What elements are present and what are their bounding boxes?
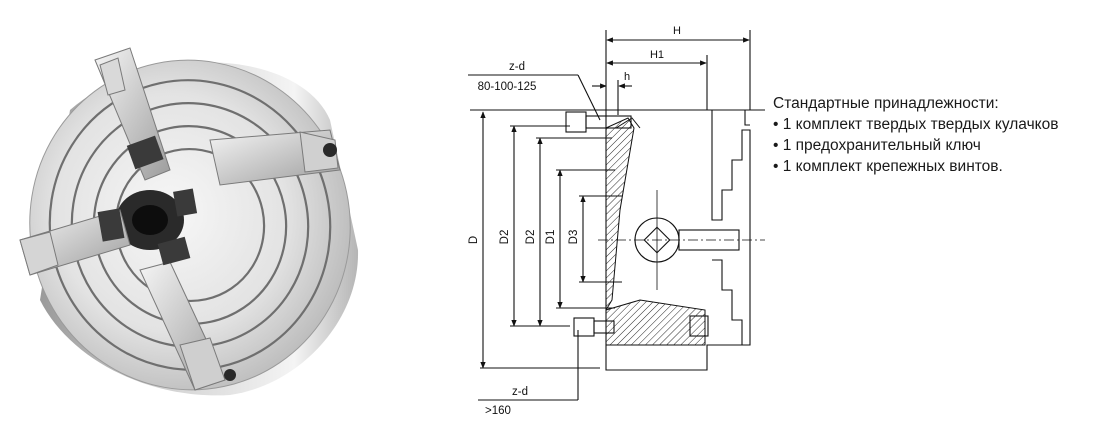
callout-top-line2: 80-100-125: [478, 81, 537, 93]
callout-top-line1: z-d: [509, 61, 525, 73]
four-jaw-chuck-image: [19, 47, 359, 396]
accessory-item: 1 предохранительный ключ: [773, 135, 1102, 156]
dim-D: D: [468, 236, 480, 244]
dim-h: h: [624, 71, 630, 83]
standard-accessories: Стандартные принадлежности: 1 комплект т…: [773, 93, 1102, 177]
dim-D3: D3: [568, 230, 580, 245]
dim-H1: H1: [650, 49, 664, 61]
accessories-title: Стандартные принадлежности:: [773, 95, 999, 112]
chuck-section-drawing: H H1 h z-d 80-100-125 z-d >160 D D2 D2 D…: [468, 25, 765, 417]
accessory-item: 1 комплект твердых твердых кулачков: [773, 114, 1102, 135]
callout-bottom-line1: z-d: [512, 386, 528, 398]
dim-H: H: [673, 25, 681, 37]
accessories-list: 1 комплект твердых твердых кулачков 1 пр…: [773, 114, 1102, 177]
chuck-photo: [0, 0, 420, 425]
technical-drawing: H H1 h z-d 80-100-125 z-d >160 D D2 D2 D…: [455, 0, 770, 425]
dim-D2-inner: D2: [525, 230, 537, 245]
dim-D1: D1: [545, 230, 557, 245]
callout-bottom-line2: >160: [485, 405, 511, 417]
dim-D2-outer: D2: [499, 230, 511, 245]
accessory-item: 1 комплект крепежных винтов.: [773, 156, 1102, 177]
